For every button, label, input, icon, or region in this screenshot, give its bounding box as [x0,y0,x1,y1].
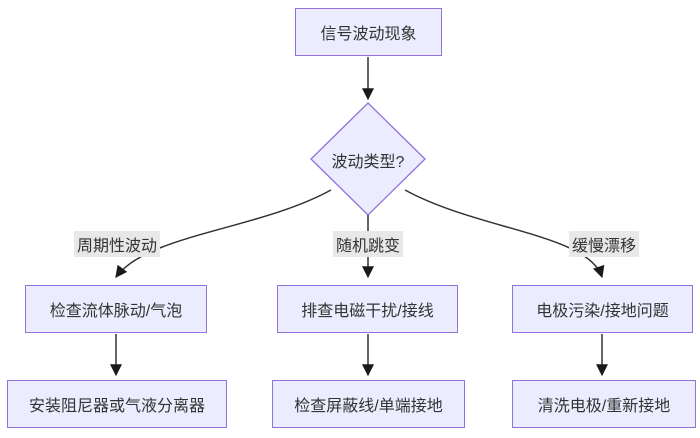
edge-decision-to-periodic-check [115,189,332,278]
edge-label-periodic-fluctuation: 周期性波动 [73,231,161,257]
edge-label-slow-drift: 缓慢漂移 [568,231,640,257]
node-clean-electrode-reground: 清洗电极/重新接地 [512,380,696,428]
node-electrode-grounding-issue: 电极污染/接地问题 [512,285,693,333]
node-install-damper-separator: 安装阻尼器或气液分离器 [7,380,227,428]
node-signal-fluctuation: 信号波动现象 [295,8,442,56]
edge-label-random-jump: 随机跳变 [332,231,404,257]
node-check-fluid-pulsation: 检查流体脉动/气泡 [25,285,207,333]
edge-decision-to-drift-check [404,189,605,279]
node-check-shield-single-ground: 检查屏蔽线/单端接地 [272,380,465,428]
node-fluctuation-type-decision: 波动类型? [331,154,405,171]
node-check-emi-wiring: 排查电磁干扰/接线 [277,285,458,333]
